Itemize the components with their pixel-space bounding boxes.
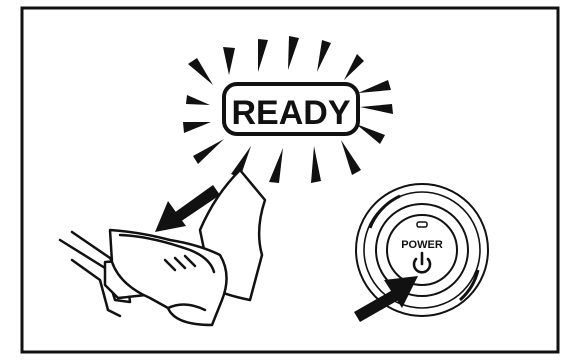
power-label: POWER [401, 239, 443, 251]
foot-on-brake-pedal [60, 170, 265, 325]
ready-label: READY [231, 94, 350, 132]
power-indicator-lamp [417, 222, 427, 227]
power-switch: POWER [356, 184, 488, 316]
ready-indicator: READY [183, 36, 393, 183]
